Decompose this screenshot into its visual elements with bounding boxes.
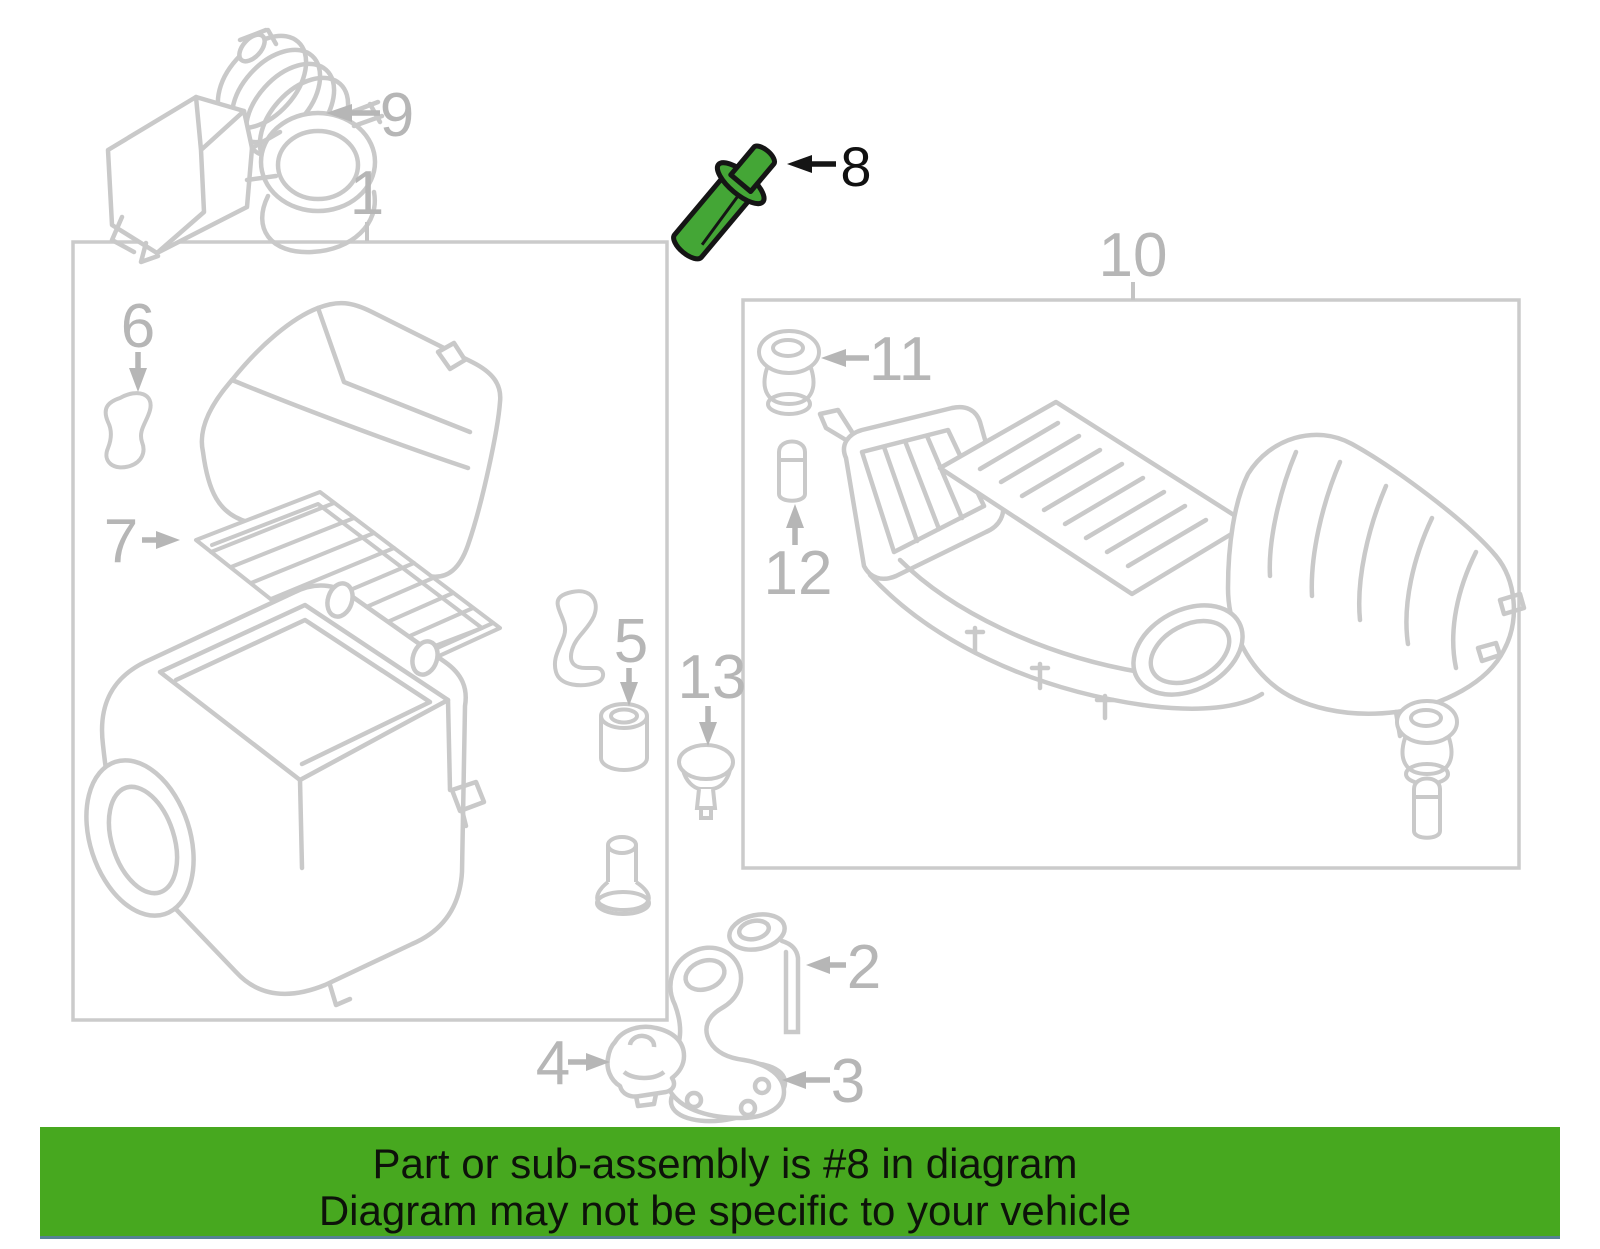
part-12-drawing-spacer: [777, 439, 807, 503]
callout-9: 9: [380, 81, 414, 150]
callout-10: 10: [1099, 221, 1168, 290]
part-3-drawing-bracket: [663, 945, 788, 1124]
part-11-drawing-grommet: [757, 329, 821, 416]
part-2-drawing-hook-rod: [727, 912, 801, 1035]
callout-labels: 9 1 10 11 12 13 5 6 7 2 3 4 8: [104, 81, 1168, 1116]
highlight-banner-text: Part or sub-assembly is #8 in diagram Di…: [40, 1127, 1560, 1234]
part-13-drawing-clip: [677, 743, 735, 820]
callout-arrow-8: [787, 155, 836, 173]
banner-line-1: Part or sub-assembly is #8 in diagram: [372, 1140, 1078, 1187]
callout-7: 7: [104, 507, 138, 576]
part-9-drawing-airflow-meter: [105, 27, 385, 265]
banner-line-2: Diagram may not be specific to your vehi…: [318, 1187, 1132, 1234]
callout-2: 2: [847, 933, 881, 1002]
callout-13: 13: [678, 643, 747, 712]
part-bracket-drawing: [553, 589, 605, 688]
callout-12: 12: [764, 539, 833, 608]
part-10-drawing-intake-duct-assembly: [817, 399, 1527, 739]
part-air-cleaner-housing-drawing: [84, 581, 487, 1008]
callout-6: 6: [121, 292, 155, 361]
part-8-highlighted-sensor: [671, 143, 777, 262]
part-4-drawing-mount: [605, 1024, 687, 1109]
part-6-drawing-bracket: [103, 391, 153, 470]
part-5-drawing-spacer: [599, 702, 649, 772]
part-grommet-drawing-2: [1395, 699, 1459, 786]
highlight-banner: Part or sub-assembly is #8 in diagram Di…: [40, 1127, 1560, 1239]
callout-1: 1: [350, 159, 384, 228]
callout-11: 11: [869, 325, 933, 394]
callout-arrows: [129, 104, 1135, 1089]
callout-4: 4: [536, 1029, 570, 1098]
group-box-1: [71, 240, 669, 1022]
callout-8-highlighted: 8: [840, 135, 871, 198]
part-stud-mount-drawing: [595, 835, 651, 916]
part-spacer-drawing-2: [1412, 776, 1442, 840]
callout-3: 3: [831, 1047, 865, 1116]
callout-5: 5: [614, 607, 648, 676]
